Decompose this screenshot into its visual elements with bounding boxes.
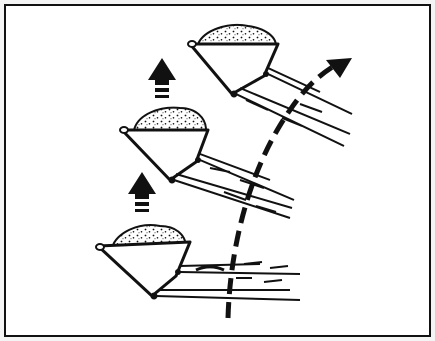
bucket-full-icon — [96, 225, 300, 300]
bucket-full-icon — [188, 25, 352, 146]
bucket-full-icon — [120, 108, 294, 218]
arrow-up-icon — [128, 172, 156, 212]
arrow-up-icon — [148, 58, 176, 98]
